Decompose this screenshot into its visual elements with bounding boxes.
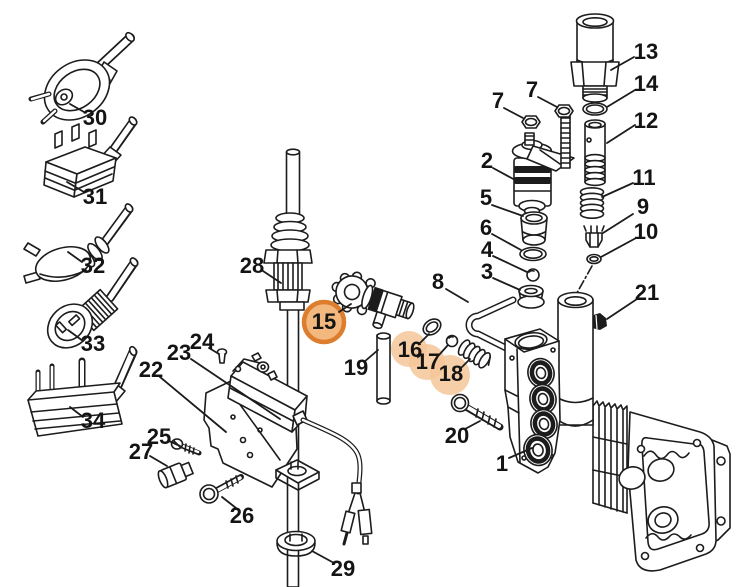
part-seat-3 bbox=[517, 284, 545, 309]
callout-16: 16 bbox=[397, 337, 423, 362]
callout-13: 13 bbox=[633, 39, 659, 64]
part-plug-cap-27 bbox=[157, 461, 194, 489]
part-oring-6 bbox=[519, 246, 547, 262]
part-pump-head bbox=[592, 400, 731, 572]
callout-33: 33 bbox=[80, 331, 106, 356]
part-oring-14 bbox=[582, 102, 608, 116]
callout-11: 11 bbox=[632, 165, 656, 190]
part-screw-24 bbox=[216, 348, 228, 364]
part-spring-11 bbox=[579, 187, 605, 220]
callout-30: 30 bbox=[82, 105, 108, 130]
callout-8: 8 bbox=[431, 269, 445, 294]
callout-18: 18 bbox=[438, 361, 464, 386]
callout-4: 4 bbox=[480, 237, 494, 262]
callout-2: 2 bbox=[480, 148, 494, 173]
highlight-15 bbox=[301, 299, 347, 345]
callout-9: 9 bbox=[636, 194, 650, 219]
callout-12: 12 bbox=[633, 108, 659, 133]
callout-14: 14 bbox=[633, 71, 659, 96]
callout-7b: 7 bbox=[525, 77, 539, 102]
callout-25: 25 bbox=[146, 424, 172, 449]
part-oring-10 bbox=[586, 253, 602, 265]
leader-lines bbox=[66, 56, 638, 564]
part-ring-29 bbox=[276, 530, 316, 557]
part-plug-sa bbox=[27, 345, 138, 437]
part-nut-7-right bbox=[554, 104, 574, 118]
part-spring-18 bbox=[457, 339, 492, 369]
callout-20: 20 bbox=[444, 423, 470, 448]
part-bolt-20 bbox=[450, 393, 504, 431]
part-nut-7-left bbox=[521, 115, 541, 129]
callout-28: 28 bbox=[239, 253, 265, 278]
part-ball-17 bbox=[445, 334, 459, 348]
callout-31: 31 bbox=[82, 184, 108, 209]
callout-23: 23 bbox=[166, 340, 192, 365]
callout-3: 3 bbox=[480, 259, 494, 284]
part-metering-valve-15 bbox=[331, 271, 415, 330]
part-plug-uk bbox=[43, 116, 138, 198]
callout-24: 24 bbox=[189, 329, 215, 354]
part-fitting-13 bbox=[570, 13, 620, 103]
callout-34: 34 bbox=[80, 408, 106, 433]
part-ball-4 bbox=[526, 268, 540, 282]
part-screw-25 bbox=[170, 438, 202, 456]
part-plug-us bbox=[46, 257, 139, 349]
callout-29: 29 bbox=[330, 556, 356, 581]
part-valve-block-1 bbox=[504, 328, 561, 474]
part-oring-16 bbox=[422, 318, 442, 336]
part-piston-12 bbox=[584, 119, 606, 187]
part-plug-screw-21 bbox=[590, 313, 607, 330]
part-hose-connector-28 bbox=[263, 212, 313, 311]
part-switch-wire bbox=[300, 417, 373, 546]
callout-19: 19 bbox=[343, 355, 369, 380]
part-cup-5 bbox=[520, 211, 548, 246]
callout-22: 22 bbox=[138, 357, 164, 382]
callout-5: 5 bbox=[479, 185, 493, 210]
callout-32: 32 bbox=[80, 253, 106, 278]
callout-27: 27 bbox=[128, 439, 154, 464]
callout-1: 1 bbox=[495, 451, 509, 476]
part-bolt-26 bbox=[199, 474, 244, 504]
callout-15: 15 bbox=[311, 309, 337, 334]
part-tube-19 bbox=[376, 332, 391, 405]
callout-26: 26 bbox=[229, 503, 255, 528]
part-upipe-8 bbox=[465, 296, 517, 355]
part-cartridge-2 bbox=[511, 112, 575, 216]
part-plug-euro bbox=[28, 31, 135, 125]
part-cylinder bbox=[557, 291, 594, 427]
callout-10: 10 bbox=[633, 219, 659, 244]
part-valve-9 bbox=[583, 225, 605, 248]
callout-17: 17 bbox=[415, 349, 441, 374]
callout-7a: 7 bbox=[491, 88, 505, 113]
highlight-circles bbox=[301, 299, 470, 395]
callout-6: 6 bbox=[479, 215, 493, 240]
part-plug-au bbox=[23, 203, 134, 284]
part-bracket-foot bbox=[275, 459, 320, 491]
highlight-18 bbox=[430, 355, 470, 395]
callout-21: 21 bbox=[634, 280, 660, 305]
